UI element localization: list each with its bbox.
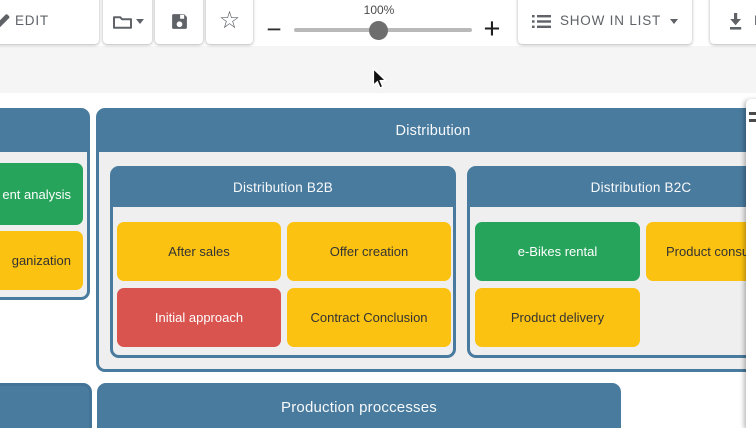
star-icon: ☆ — [218, 7, 241, 34]
distribution-b2c-header[interactable]: Distribution B2C — [469, 168, 756, 207]
process-box[interactable]: Product consu — [646, 222, 756, 281]
process-box[interactable]: ent analysis — [0, 163, 83, 225]
edit-button[interactable]: EDIT — [0, 0, 99, 44]
list-icon — [749, 119, 756, 122]
left-cutoff-panel[interactable]: ent analysis ganization — [0, 108, 90, 300]
export-button-label: E — [754, 13, 756, 29]
distribution-panel[interactable]: Distribution Distribution B2B After sale… — [96, 108, 756, 372]
process-box[interactable]: ganization — [0, 231, 83, 290]
left-cutoff-panel-header[interactable] — [0, 110, 88, 152]
process-box[interactable]: Offer creation — [287, 222, 451, 281]
production-panel[interactable]: Production proccesses — [97, 383, 621, 428]
toolbar: EDIT ☆ − 100% + — [0, 0, 756, 46]
distribution-b2b-header[interactable]: Distribution B2B — [112, 168, 454, 207]
list-icon — [749, 112, 756, 115]
show-in-list-label: SHOW IN LIST — [559, 13, 662, 28]
folder-icon — [112, 13, 144, 30]
process-box[interactable]: After sales — [117, 222, 281, 281]
process-box[interactable]: e-Bikes rental — [475, 222, 640, 281]
app-background — [0, 46, 756, 93]
list-icon — [531, 14, 551, 29]
process-box[interactable]: Initial approach — [117, 288, 281, 347]
open-folder-button[interactable] — [103, 0, 152, 44]
caret-down-icon — [135, 18, 144, 24]
zoom-out-button[interactable]: − — [266, 14, 282, 44]
pencil-icon — [0, 13, 11, 30]
production-panel-header[interactable]: Production proccesses — [99, 385, 619, 428]
export-button[interactable]: E — [710, 0, 756, 44]
favorite-button[interactable]: ☆ — [206, 0, 253, 44]
caret-down-icon — [670, 18, 679, 24]
distribution-b2b-panel[interactable]: Distribution B2B After sales Offer creat… — [110, 166, 456, 358]
download-icon — [726, 12, 745, 30]
zoom-slider-thumb[interactable] — [369, 21, 388, 40]
save-icon — [170, 12, 189, 31]
right-floating-panel[interactable] — [746, 99, 756, 428]
edit-button-label: EDIT — [15, 13, 49, 28]
zoom-in-button[interactable]: + — [483, 13, 501, 45]
save-button[interactable] — [155, 0, 203, 44]
show-in-list-button[interactable]: SHOW IN LIST — [518, 0, 692, 44]
distribution-panel-header[interactable]: Distribution — [98, 110, 756, 152]
process-box[interactable]: Contract Conclusion — [287, 288, 451, 347]
zoom-level-label: 100% — [363, 3, 395, 17]
bottom-left-cutoff-panel[interactable] — [0, 383, 92, 428]
distribution-b2c-panel[interactable]: Distribution B2C e-Bikes rental Product … — [467, 166, 756, 358]
process-box[interactable]: Product delivery — [475, 288, 640, 347]
